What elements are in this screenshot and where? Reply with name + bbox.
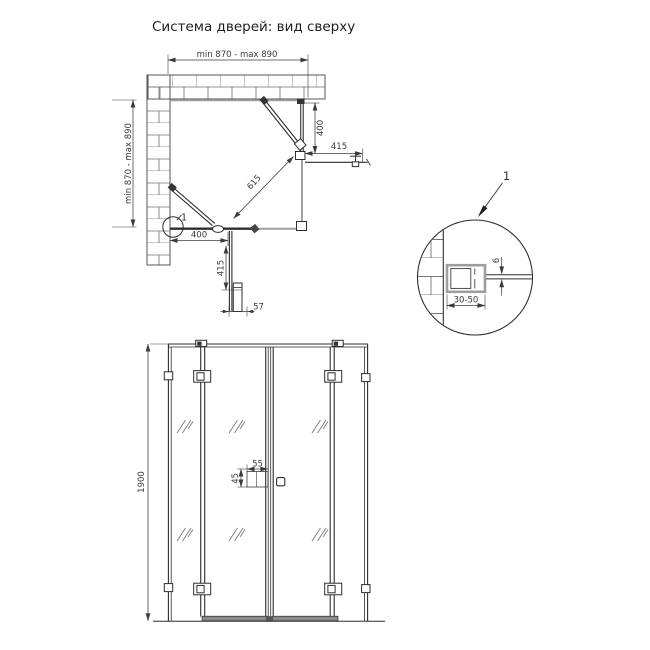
dim-profile-range: 30-50 — [446, 294, 486, 310]
lower-folding-door — [167, 182, 216, 226]
dim-height-label: 1900 — [137, 471, 147, 493]
plan-callout-label: 1 — [181, 213, 187, 224]
bottom-fixed-panel — [170, 221, 307, 234]
wall-profile-section — [445, 263, 487, 294]
wall-bracket — [361, 373, 371, 383]
open-door-right — [305, 155, 371, 168]
dim-width-top: min 870 - max 890 — [167, 50, 309, 98]
upper-folding-door — [259, 95, 299, 144]
dim-side-bottom-label: 400 — [191, 231, 207, 241]
door-handle-top-view — [350, 155, 361, 168]
dim-height: 1900 — [137, 343, 168, 622]
plan-callout-1: 1 — [162, 213, 187, 238]
dim-handle-v-label: 45 — [231, 473, 241, 484]
wall-bracket — [163, 371, 174, 381]
corner-profile — [295, 151, 306, 160]
front-view: 55 45 1900 — [137, 339, 385, 622]
dim-open-bottom-label: 415 — [217, 260, 227, 276]
dim-glass-thickness: 6 — [492, 257, 505, 296]
door-hinge — [193, 370, 212, 383]
wall-bracket — [163, 583, 174, 593]
dim-handle-h-label: 55 — [252, 460, 263, 470]
right-wall-profile — [364, 344, 369, 621]
dim-open-right: 415 — [304, 142, 363, 163]
knob — [212, 225, 224, 233]
dim-depth-left: min 870 - max 890 — [112, 99, 137, 228]
wall-bracket — [297, 98, 305, 104]
shower-tray-edges — [170, 99, 303, 230]
left-wall — [146, 74, 171, 266]
open-door-bottom — [228, 231, 243, 312]
door-hinge — [193, 582, 212, 596]
right-hinge-stile — [329, 347, 335, 617]
detail-wall-bricks — [418, 220, 444, 335]
dim-folded-thickness: 57 — [220, 303, 264, 317]
detail-leader: 1 — [477, 169, 510, 218]
dim-width-top-label: min 870 - max 890 — [197, 50, 278, 60]
top-pivot-right — [331, 339, 344, 347]
dim-profile-range-label: 30-50 — [454, 296, 479, 306]
page-title: Система дверей: вид сверху — [152, 19, 355, 35]
door-hinge — [324, 370, 343, 383]
center-door-meeting — [265, 347, 274, 617]
threshold-bars — [201, 615, 339, 622]
dim-side-right-label: 400 — [316, 120, 326, 136]
hinge — [250, 223, 260, 234]
dim-open-right-label: 415 — [331, 142, 347, 152]
top-wall — [147, 74, 326, 100]
top-pivot-left — [195, 339, 208, 347]
detail-view: 30-50 6 1 — [416, 169, 534, 336]
dim-folded-label: 57 — [253, 303, 264, 313]
glass-hatch-marks — [176, 419, 329, 542]
hinge — [293, 138, 307, 152]
leader-arrowhead — [477, 205, 488, 218]
door-handle — [276, 477, 286, 487]
dim-side-right: 400 — [304, 102, 326, 154]
detail-callout-label: 1 — [503, 169, 510, 183]
dim-open-bottom: 415 — [217, 245, 243, 291]
dim-side-bottom: 400 — [169, 231, 229, 246]
wall-bracket — [361, 584, 371, 594]
door-hinge — [324, 582, 343, 596]
dim-depth-left-label: min 870 - max 890 — [124, 123, 134, 204]
left-hinge-stile — [200, 347, 206, 617]
wall-hinge — [259, 95, 269, 106]
wall-hinge — [167, 182, 177, 193]
right-fixed-panel — [293, 98, 307, 160]
plan-view: min 870 - max 890 min 870 - max 890 400 … — [112, 50, 371, 317]
dim-glass-thickness-label: 6 — [492, 258, 502, 263]
handle-position-dims: 55 45 — [231, 460, 269, 488]
left-wall-profile — [167, 344, 172, 621]
dim-diagonal-label: 615 — [245, 173, 263, 192]
dim-diagonal-opening: 615 — [233, 156, 294, 219]
corner-profile — [296, 221, 307, 231]
